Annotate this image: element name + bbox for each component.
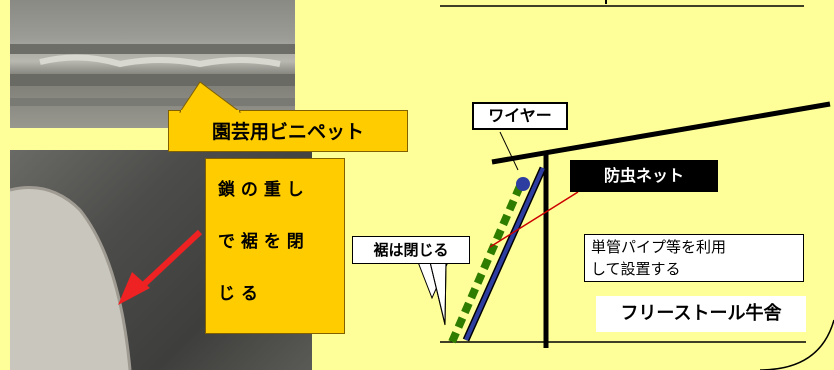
- hem-closed-label: 裾は閉じる: [352, 236, 470, 264]
- wire-label: ワイヤー: [472, 102, 568, 130]
- pinet-rail-photo: [10, 0, 295, 128]
- insect-net-pointer: [489, 191, 579, 248]
- insect-net-line: [464, 167, 545, 341]
- pinet-label: 園芸用ビニペット: [168, 110, 408, 152]
- chain-line-3: じ る: [218, 284, 258, 304]
- pipe-note-line-2: して設置する: [591, 260, 681, 278]
- pipe-note-line-1: 単管パイプ等を利用: [591, 238, 727, 256]
- chain-weight-label: 鎖 の 重 し で 裾 を 閉 じ る: [205, 158, 345, 334]
- wire-label-text: ワイヤー: [488, 106, 552, 125]
- insect-net-label: 防虫ネット: [570, 160, 718, 192]
- pipe-note: 単管パイプ等を利用 して設置する: [584, 234, 804, 282]
- pinet-label-tail: [179, 81, 242, 113]
- hem-closed-label-text: 裾は閉じる: [373, 241, 449, 259]
- pinet-label-text: 園芸用ビニペット: [211, 121, 364, 143]
- hem-tail-edge-2: [429, 261, 446, 325]
- hem-dashes: [448, 184, 524, 344]
- frame-curve: [759, 319, 834, 370]
- pinet-tail-cover: [181, 110, 239, 113]
- red-arrow-shaft: [135, 229, 203, 293]
- chain-line-1: 鎖 の 重 し: [218, 180, 304, 200]
- chain-line-2: で 裾 を 閉: [218, 232, 304, 252]
- wire-knot: [516, 177, 530, 191]
- hem-tail-edge: [444, 261, 447, 325]
- red-arrow-head: [118, 272, 150, 305]
- freestall-label-text: フリーストール牛舎: [620, 303, 782, 324]
- freestall-label: フリーストール牛舎: [596, 296, 806, 332]
- insect-net-label-text: 防虫ネット: [603, 166, 684, 185]
- wire-pointer: [499, 131, 519, 171]
